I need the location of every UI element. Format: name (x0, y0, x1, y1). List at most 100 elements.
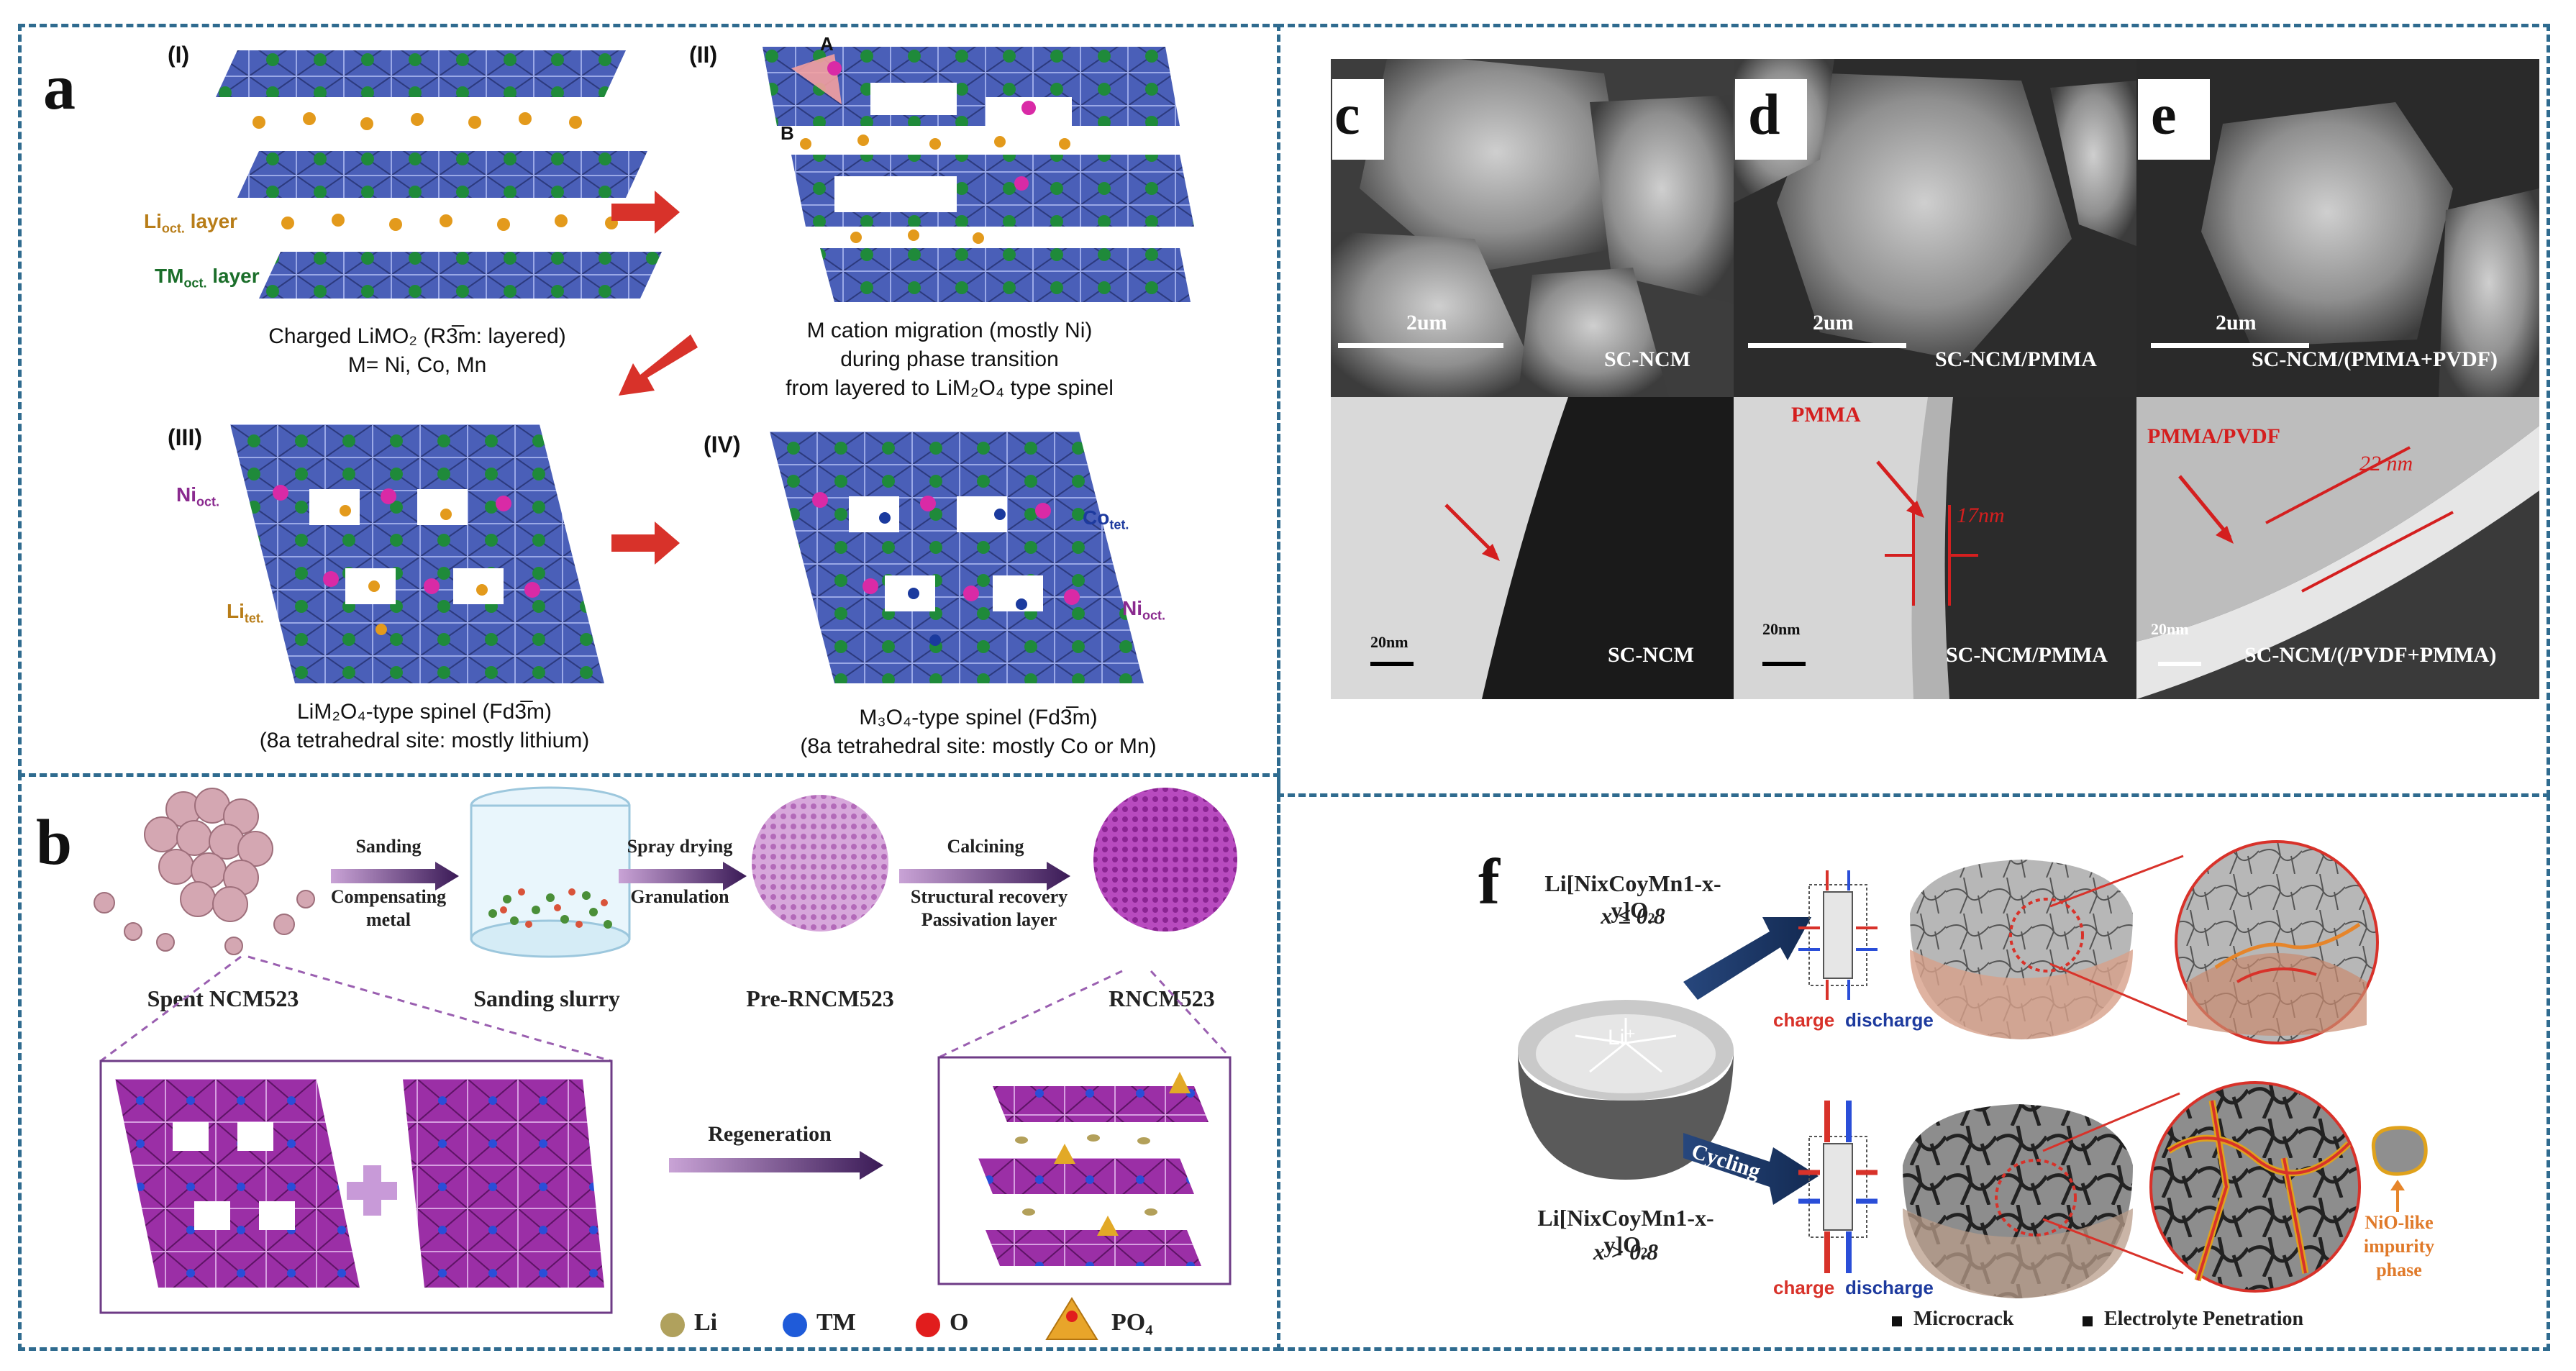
legend-po4: PO₄ (1111, 1309, 1153, 1336)
step3-bottom2: Passivation layer (921, 909, 1057, 930)
caption-4: M₃O₄-type spinel (Fd3̅m)(8a tetrahedral … (800, 706, 1157, 758)
step1-bottom2: metal (365, 909, 411, 930)
discharge-bottom: discharge (1845, 1277, 1934, 1298)
legend-tm: TM (816, 1309, 856, 1336)
panel-b-label: b (36, 807, 73, 878)
legend-li-icon (660, 1313, 685, 1337)
process-arrow-3 (899, 862, 1070, 891)
panel-c-label: c (1334, 83, 1360, 147)
structure-spinel-2 (770, 432, 1144, 683)
scalebar-d (1748, 343, 1906, 348)
process-arrow-2 (619, 862, 747, 891)
li-plus-label: Li⁺ (1608, 1026, 1637, 1049)
label-box-e (2138, 79, 2210, 160)
step3-bottom1: Structural recovery (910, 886, 1068, 907)
pmma-pvdf-label: PMMA/PVDF (2147, 424, 2280, 448)
rncm-sphere (1093, 788, 1237, 932)
caption-2: M cation migration (mostly Ni)during pha… (786, 319, 1114, 400)
cycling-arrow-bottom (1683, 1133, 1819, 1205)
cracked-particle-top (1910, 860, 2133, 1039)
tem-scalebar-d (1762, 662, 1806, 666)
step1-bottom1: Compensating (330, 886, 447, 907)
zoom-circle-top (2175, 840, 2379, 1044)
zoom-lines-f (2042, 855, 2188, 1275)
process-arrow-1 (331, 862, 459, 891)
name-spent: Spent NCM523 (147, 985, 299, 1011)
tem-name-d: SC-NCM/PMMA (1946, 643, 2108, 667)
thickness-22: 22 nm (2359, 452, 2413, 475)
panel-d-label: d (1748, 83, 1780, 147)
arrow-right-1 (611, 191, 680, 234)
discharge-top: discharge (1845, 1009, 1934, 1031)
scale-e: 2um (2216, 311, 2257, 334)
sanding-slurry-beaker (470, 786, 631, 958)
scale-d: 2um (1813, 311, 1854, 334)
tem-c (1331, 397, 1734, 699)
legend-microcrack-icon (1892, 1316, 1902, 1326)
legend-o-icon (916, 1313, 940, 1337)
legend-penetration-icon (2083, 1316, 2093, 1326)
panel-e-label: e (2151, 83, 2177, 147)
cond-2: x > 0.8 (1593, 1239, 1659, 1265)
cell-schematic-top (1798, 870, 1878, 1000)
ni-oct-label: Nioct. (176, 483, 220, 509)
label-box-c (1332, 79, 1384, 160)
point-a: A (820, 33, 834, 55)
structure-migration (763, 47, 1194, 302)
formula-1: Li[NixCoyMn1-x-y]O₂ (1544, 870, 1721, 923)
legend-li: Li (694, 1309, 718, 1336)
label-box-d (1735, 79, 1807, 160)
spent-lattice (115, 1079, 604, 1288)
tem-scalebar-c (1370, 662, 1414, 666)
sem-name-d: SC-NCM/PMMA (1935, 347, 2097, 371)
roman-2: (II) (689, 42, 718, 68)
name-rncm: RNCM523 (1109, 985, 1215, 1011)
li-layer-label: Lioct. layer (144, 210, 238, 236)
roman-3: (III) (168, 424, 202, 450)
tem-scale-e: 20nm (2151, 620, 2189, 638)
impurity-blob (2371, 1126, 2428, 1176)
caption-1: Charged LiMO₂ (R3̅m: layered)M= Ni, Co, … (268, 324, 566, 377)
tem-scale-c: 20nm (1370, 633, 1408, 651)
step2-top: Spray drying (627, 836, 733, 857)
tem-scale-d: 20nm (1762, 620, 1801, 638)
legend-po4-icon (1045, 1297, 1098, 1340)
cond-1: x ≤ 0.8 (1601, 903, 1665, 929)
scale-c: 2um (1406, 311, 1447, 334)
legend-microcrack: Microcrack (1913, 1308, 2014, 1330)
li-tet-label: Litet. (227, 600, 264, 626)
legend-o: O (950, 1309, 969, 1336)
tem-name-e: SC-NCM/(/PVDF+PMMA) (2244, 643, 2497, 667)
impurity-line2: impurity (2363, 1236, 2435, 1257)
tem-scalebar-e (2158, 662, 2201, 666)
tem-d (1734, 397, 2136, 699)
step3-top: Calcining (947, 836, 1024, 857)
spent-ncm-particles (94, 788, 315, 955)
caption-3: LiM₂O₄-type spinel (Fd3̅m)(8a tetrahedra… (259, 700, 590, 752)
cycling-arrow-top (1683, 917, 1811, 1000)
legend-tm-icon (783, 1313, 807, 1337)
structure-spinel-1 (230, 424, 604, 683)
zoom-circle-bottom (2149, 1081, 2361, 1293)
panel-f-label: f (1478, 847, 1500, 918)
panel-f (1277, 793, 2550, 1351)
arrow-diag (619, 334, 698, 396)
tem-name-c: SC-NCM (1608, 643, 1694, 667)
sem-c (1331, 59, 1734, 397)
impurity-line3: phase (2376, 1260, 2422, 1280)
roman-1: (I) (168, 42, 190, 68)
impurity-line1: NiO-like (2365, 1212, 2434, 1233)
regen-arrow (669, 1151, 883, 1180)
tm-layer-label: TMoct. layer (155, 265, 260, 291)
formula-2: Li[NixCoyMn1-x-y]O₂ (1537, 1205, 1714, 1257)
regeneration-label: Regeneration (708, 1122, 832, 1146)
co-tet-label: Cotet. (1083, 506, 1129, 532)
pmma-thickness: 17nm (1957, 504, 2005, 527)
roman-4: (IV) (704, 432, 741, 457)
tem-e (2136, 397, 2539, 699)
point-b: B (780, 122, 794, 144)
charge-top: charge (1773, 1009, 1835, 1031)
sem-name-e: SC-NCM/(PMMA+PVDF) (2252, 347, 2498, 371)
sem-name-c: SC-NCM (1604, 347, 1690, 371)
scalebar-c (1338, 343, 1503, 348)
